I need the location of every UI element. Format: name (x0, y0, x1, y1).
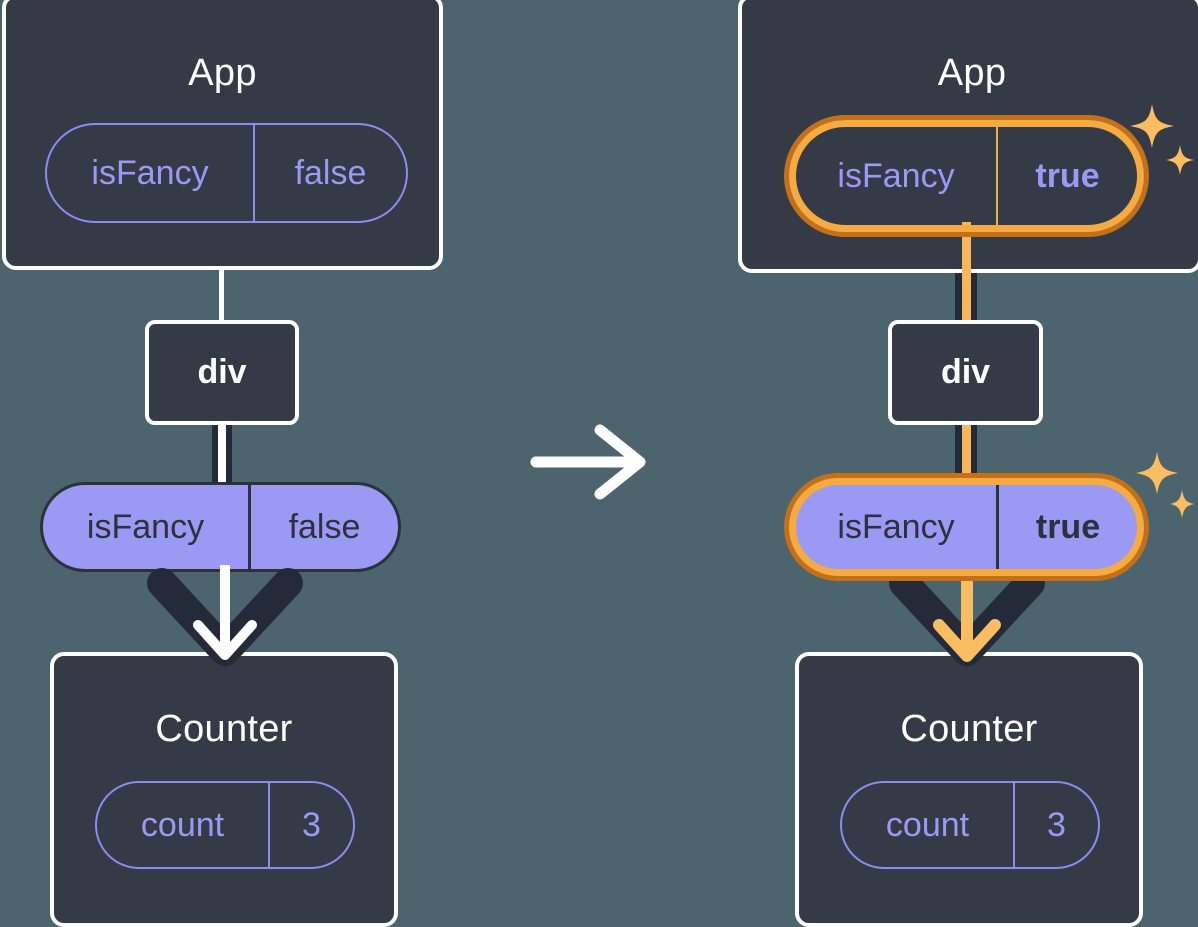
prop-value-left: false (248, 485, 398, 569)
counter-title-left: Counter (155, 708, 293, 750)
connector-div-to-prop-right-mid (962, 423, 971, 485)
counter-state-value-left: 3 (268, 783, 353, 867)
connector-div-to-prop-right-a (955, 423, 962, 485)
counter-title-right: Counter (900, 708, 1038, 750)
counter-state-pill-right[interactable]: count 3 (840, 781, 1100, 869)
connector-app-to-div-right-a (955, 222, 962, 328)
counter-state-pill-left[interactable]: count 3 (95, 781, 355, 869)
div-node-right: div (888, 320, 1043, 425)
connector-app-to-div-right-b (970, 222, 977, 328)
counter-component-box-right: Counter count 3 (795, 652, 1143, 927)
div-node-label-left: div (197, 353, 247, 391)
prop-key-left: isFancy (86, 507, 205, 546)
prop-pill-right[interactable]: isFancy true (789, 478, 1144, 576)
prop-key-right: isFancy (837, 507, 955, 546)
app-title-right: App (937, 52, 1007, 94)
connector-div-to-prop-left-a (212, 423, 218, 485)
transition-arrow (528, 418, 653, 506)
app-title-left: App (188, 52, 257, 94)
app-state-pill-left[interactable]: isFancy false (45, 123, 408, 223)
connector-div-to-prop-left-b (226, 423, 232, 485)
counter-state-key-left: count (140, 805, 225, 844)
connector-app-to-div-left (219, 266, 224, 326)
prop-value-right: true (996, 485, 1137, 569)
prop-pill-left[interactable]: isFancy false (40, 482, 401, 572)
connector-div-to-prop-left-mid (218, 423, 226, 485)
app-state-key-right: isFancy (837, 156, 955, 195)
prop-to-counter-arrow-right (882, 557, 1052, 675)
counter-state-value-right: 3 (1013, 783, 1098, 867)
sparkles-icon-app-right (1126, 98, 1196, 184)
counter-state-key-right: count (885, 805, 970, 844)
div-node-left: div (145, 320, 299, 425)
connector-div-to-prop-right-b (970, 423, 977, 485)
counter-component-box-left: Counter count 3 (50, 652, 398, 927)
app-state-value-right: true (996, 127, 1137, 225)
app-state-key-left: isFancy (91, 153, 209, 192)
app-component-box-left: App isFancy false (2, 0, 443, 270)
div-node-label-right: div (940, 353, 991, 391)
app-state-pill-right[interactable]: isFancy true (789, 120, 1144, 232)
app-state-value-left: false (253, 125, 406, 221)
connector-app-to-div-right-mid (962, 222, 971, 328)
prop-to-counter-arrow-left (140, 559, 310, 675)
sparkles-icon-prop-right (1134, 448, 1196, 526)
